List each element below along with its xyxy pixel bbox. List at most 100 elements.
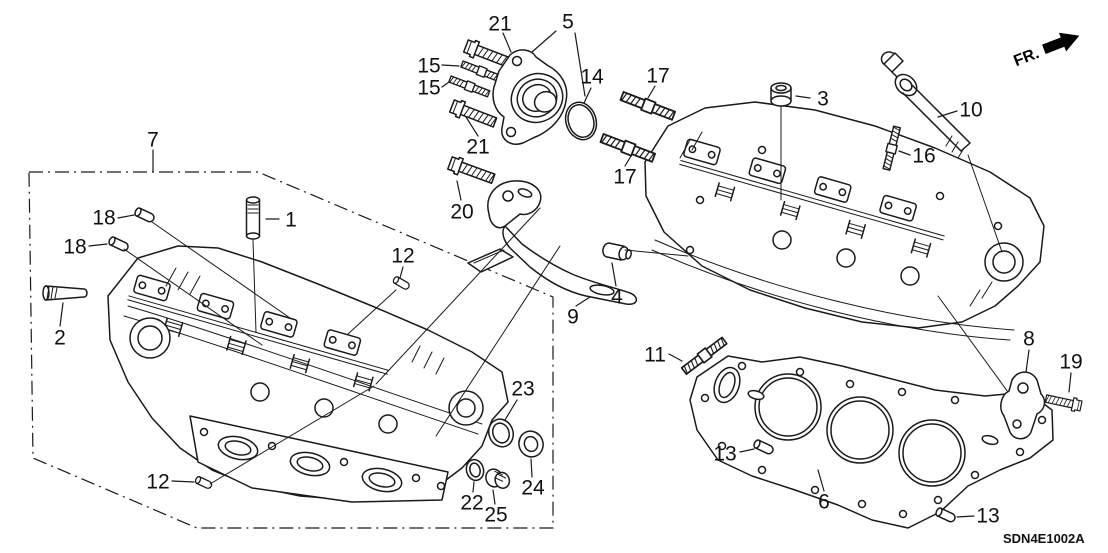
callout-8: 8 xyxy=(1023,328,1035,351)
seal-23 xyxy=(487,418,515,448)
callout-17-b: 17 xyxy=(613,166,636,189)
callout-17-a: 17 xyxy=(646,65,669,88)
callout-17b-leader xyxy=(624,155,632,167)
long-bolt-10 xyxy=(880,51,1003,253)
right-head-bolt-hole-2 xyxy=(757,145,767,155)
right-head-bolt-hole-4 xyxy=(993,221,1003,231)
callout-12b-leader xyxy=(171,480,195,483)
callout-18a-leader xyxy=(117,214,135,219)
dowel-12b-position-leader xyxy=(209,385,375,485)
callout-19: 19 xyxy=(1059,351,1082,374)
left-head-cam-bore xyxy=(129,317,171,359)
callout-4-leader xyxy=(611,262,617,287)
spool-25 xyxy=(485,468,511,489)
dowel-18-a xyxy=(133,206,157,224)
callout-14-leader xyxy=(583,87,592,104)
callout-23-leader xyxy=(504,399,518,421)
callout-13a-leader xyxy=(739,448,755,453)
callout-21-a: 21 xyxy=(488,13,511,36)
seal-cap-3 xyxy=(770,82,792,201)
right-head-plug-tube-2 xyxy=(836,248,856,268)
left-head-vtec-boss xyxy=(448,390,484,426)
o-ring-14 xyxy=(564,101,598,141)
left-head-plug-tube-1 xyxy=(250,382,270,402)
callout-9-leader xyxy=(575,296,591,307)
right-head-detail-hatch xyxy=(679,131,993,307)
bolt-20 xyxy=(446,154,497,188)
water-passage-cover-5 xyxy=(492,49,568,145)
callout-1: 1 xyxy=(285,209,297,232)
left-head-plug-tube-3 xyxy=(378,414,398,434)
dowel-12-top xyxy=(391,275,412,292)
sealing-bolt-24 xyxy=(518,430,544,458)
dowel-18a-position-leader xyxy=(151,221,291,319)
callout-18b-leader xyxy=(88,243,108,247)
right-head-bolt-hole-3 xyxy=(935,191,945,201)
bolt-21-bottom xyxy=(448,97,499,132)
seal-22 xyxy=(465,458,485,482)
left-head-cam-bore-inner xyxy=(137,325,163,351)
callout-24-leader xyxy=(530,458,533,478)
callout-7: 7 xyxy=(147,129,159,152)
callout-25: 25 xyxy=(484,504,507,527)
callout-3: 3 xyxy=(817,88,829,111)
cap-4-position-leader xyxy=(624,249,689,257)
callout-3-leader xyxy=(795,95,811,99)
callout-8-leader xyxy=(1025,349,1030,373)
left-head-cam-caps xyxy=(127,273,389,392)
callout-16-leader xyxy=(898,150,911,156)
right-head-deck-edge xyxy=(651,239,1015,341)
left-head-vtec-boss-inner xyxy=(456,398,476,418)
callout-10: 10 xyxy=(959,99,982,122)
callout-12-b: 12 xyxy=(146,471,169,494)
right-head-plug-tube-3 xyxy=(900,266,920,286)
callout-25-leader xyxy=(492,489,496,505)
callout-6-leader xyxy=(817,469,825,492)
callout-11: 11 xyxy=(644,344,666,367)
callout-5: 5 xyxy=(562,11,574,34)
callout-16: 16 xyxy=(912,145,935,168)
callout-15b-leader xyxy=(441,81,450,88)
dowel-18-b xyxy=(107,235,131,253)
side-bracket-8 xyxy=(937,295,1046,440)
dowel-13-b xyxy=(934,506,958,524)
callout-20-leader xyxy=(456,180,462,201)
dowel-pin-2 xyxy=(42,285,88,301)
right-head-bolt-hole-1 xyxy=(695,195,705,205)
arrow-icon xyxy=(1042,32,1080,54)
left-head-detail-hatch xyxy=(165,267,445,375)
callout-20: 20 xyxy=(450,201,473,224)
callout-13-b: 13 xyxy=(976,505,999,528)
left-head-plug-tube-2 xyxy=(314,398,334,418)
callout-17a-leader xyxy=(647,85,656,99)
right-head-cam-bore-inner xyxy=(992,250,1016,274)
callout-labels: 7 21 5 15 15 1 4 17 3 10 16 21 17 20 18 1… xyxy=(54,11,1083,528)
callout-18-b: 18 xyxy=(63,236,86,259)
right-head-cam-caps xyxy=(679,137,945,258)
callout-15-b: 15 xyxy=(417,77,440,100)
left-cylinder-head xyxy=(107,245,509,503)
right-head-cam-bore xyxy=(984,242,1024,282)
right-cylinder-head xyxy=(644,101,1045,341)
callout-9: 9 xyxy=(567,306,579,329)
callout-11-leader xyxy=(668,353,683,362)
callout-22-leader xyxy=(472,481,475,493)
callout-13b-leader xyxy=(956,515,975,518)
stud-17-a xyxy=(618,89,677,123)
callout-12a-leader xyxy=(399,266,404,279)
callout-21b-leader xyxy=(465,116,479,137)
callout-18-a: 18 xyxy=(92,207,115,230)
callout-21-b: 21 xyxy=(466,136,489,159)
head-gasket-6 xyxy=(689,355,1054,529)
stud-15-b xyxy=(447,74,491,99)
dowel-18b-position-leader xyxy=(123,248,263,346)
callout-15a-leader xyxy=(441,64,460,67)
callout-23: 23 xyxy=(511,378,534,401)
callout-15-a: 15 xyxy=(417,55,440,78)
callout-4: 4 xyxy=(611,286,623,309)
callout-24: 24 xyxy=(521,477,545,500)
callout-10-leader xyxy=(937,110,958,118)
callout-6: 6 xyxy=(818,491,830,514)
dowel-12a-position-leader xyxy=(347,289,397,335)
callout-22: 22 xyxy=(460,492,483,515)
